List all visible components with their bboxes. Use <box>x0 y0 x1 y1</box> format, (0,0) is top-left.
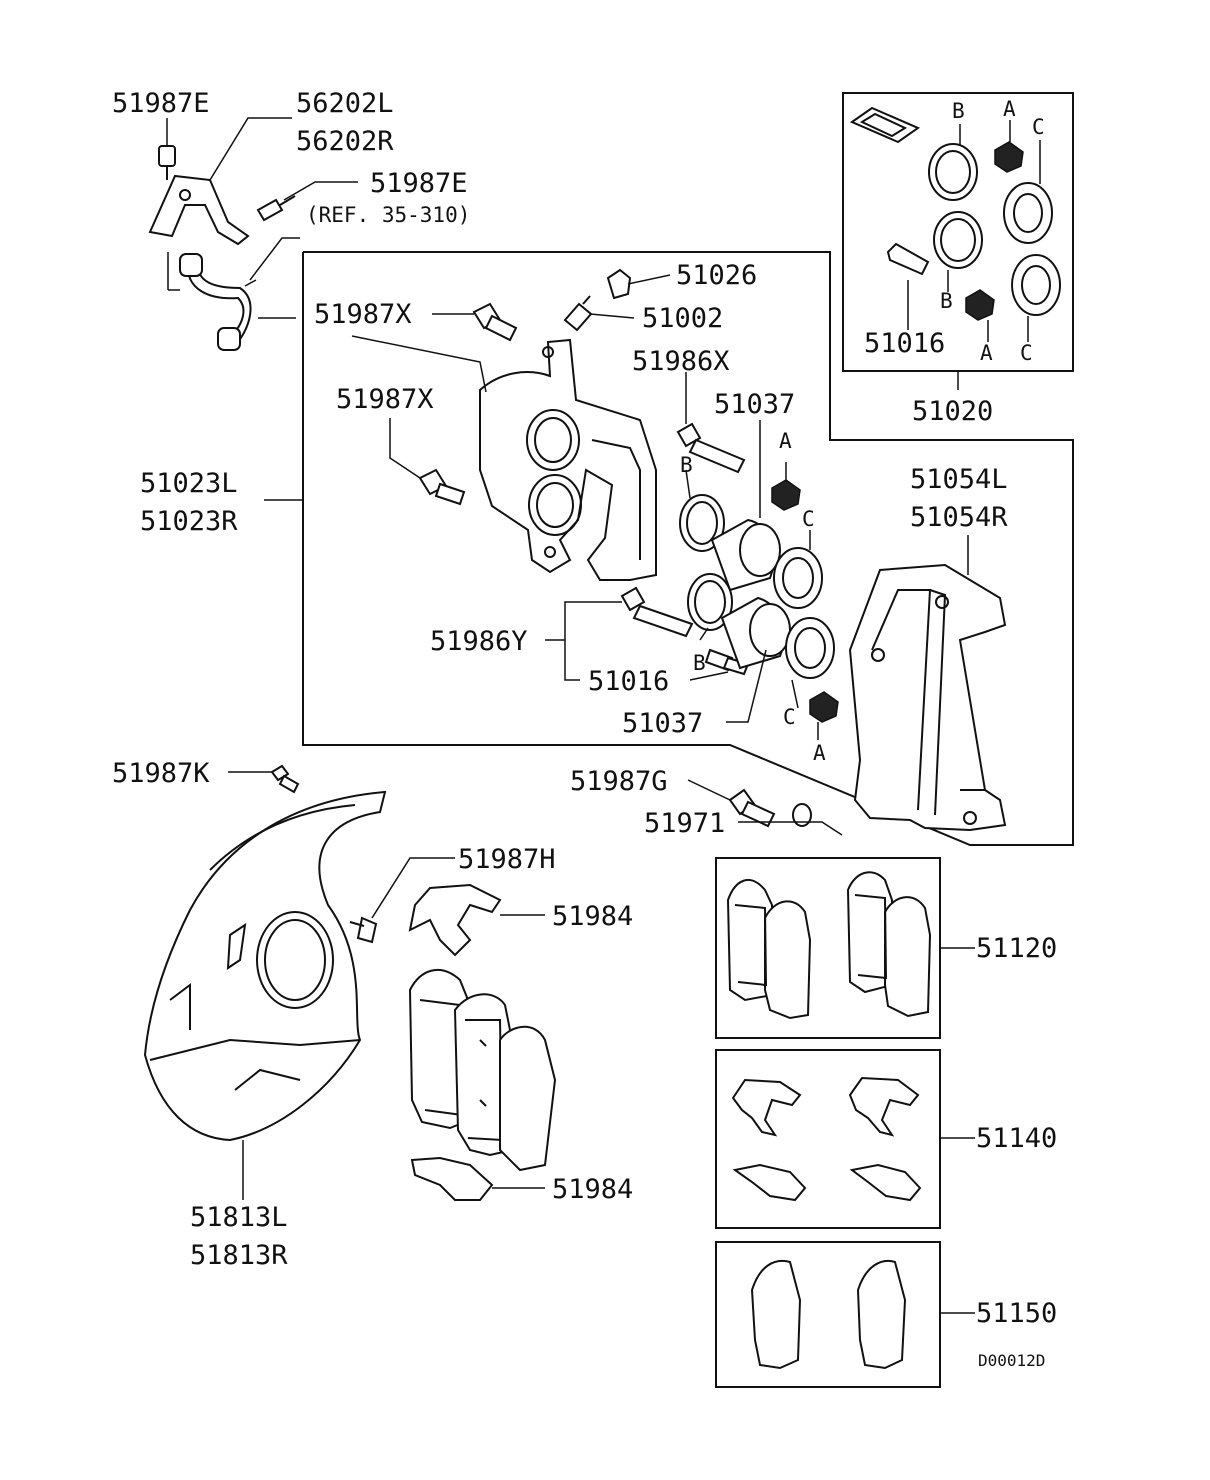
label-51987K: 51987K <box>112 758 210 789</box>
shim-kit-51150 <box>750 1260 975 1370</box>
pistons-seals <box>679 479 839 723</box>
label-51002: 51002 <box>642 303 723 334</box>
marker-c: C <box>802 507 815 531</box>
marker-b: B <box>940 289 953 313</box>
letter-markers: B A C B A C A B C B C A <box>680 97 1045 765</box>
brake-hose-assembly <box>148 145 296 351</box>
leaders-hose <box>166 117 358 319</box>
marker-a: A <box>980 341 993 365</box>
label-51020: 51020 <box>912 396 993 427</box>
label-51037-a: 51037 <box>714 389 795 420</box>
label-51986X: 51986X <box>632 346 730 377</box>
dust-shield <box>143 790 387 1200</box>
frame-caliper-assembly <box>302 251 1074 846</box>
label-reference: (REF. 35-310) <box>306 203 470 227</box>
label-51054R: 51054R <box>910 502 1008 533</box>
bleeder-screw <box>563 268 632 332</box>
label-51016-b: 51016 <box>864 328 945 359</box>
leaders-caliper <box>228 274 969 919</box>
label-51984-a: 51984 <box>552 901 633 932</box>
part-labels: 51987E 56202L 56202R 51987E (REF. 35-310… <box>112 88 1057 1370</box>
label-51813L: 51813L <box>190 1202 288 1233</box>
bolts-51987X <box>418 302 518 506</box>
brake-pads <box>408 969 557 1172</box>
label-51986Y: 51986Y <box>430 626 528 657</box>
seal-kit-items <box>849 106 1061 342</box>
bolts-lower <box>270 764 812 944</box>
marker-a: A <box>813 741 826 765</box>
label-51054L: 51054L <box>910 464 1008 495</box>
label-51140: 51140 <box>976 1123 1057 1154</box>
caliper-body <box>479 338 657 581</box>
label-51120: 51120 <box>976 933 1057 964</box>
label-51984-b: 51984 <box>552 1174 633 1205</box>
label-51023R: 51023R <box>140 506 238 537</box>
marker-b: B <box>680 453 693 477</box>
marker-a: A <box>779 429 792 453</box>
label-51987G: 51987G <box>570 766 668 797</box>
clip-kit-51140 <box>731 1076 975 1202</box>
frame-clip-kit <box>715 1049 941 1229</box>
label-51987E-mid: 51987E <box>370 168 468 199</box>
label-51971: 51971 <box>644 808 725 839</box>
pad-set-51120 <box>726 871 975 1020</box>
label-51987E-top: 51987E <box>112 88 210 119</box>
marker-c: C <box>1020 341 1033 365</box>
label-51987X-a: 51987X <box>314 299 412 330</box>
label-51150: 51150 <box>976 1298 1057 1329</box>
label-51037-b: 51037 <box>622 708 703 739</box>
label-51813R: 51813R <box>190 1240 288 1271</box>
marker-b: B <box>693 651 706 675</box>
label-56202R: 56202R <box>296 126 394 157</box>
label-51026: 51026 <box>676 260 757 291</box>
label-51023L: 51023L <box>140 468 238 499</box>
label-51016-a: 51016 <box>588 666 669 697</box>
frame-shim-kit <box>715 1241 941 1388</box>
caliper-bracket <box>848 563 1007 832</box>
label-51987X-b: 51987X <box>336 384 434 415</box>
label-51987H: 51987H <box>458 844 556 875</box>
clips-51984 <box>408 883 545 1201</box>
label-diagram-code: D00012D <box>978 1351 1045 1370</box>
frame-seal-kit <box>842 92 1074 372</box>
marker-c: C <box>783 705 796 729</box>
marker-a: A <box>1003 97 1016 121</box>
label-56202L: 56202L <box>296 88 394 119</box>
marker-c: C <box>1032 115 1045 139</box>
marker-b: B <box>952 99 965 123</box>
